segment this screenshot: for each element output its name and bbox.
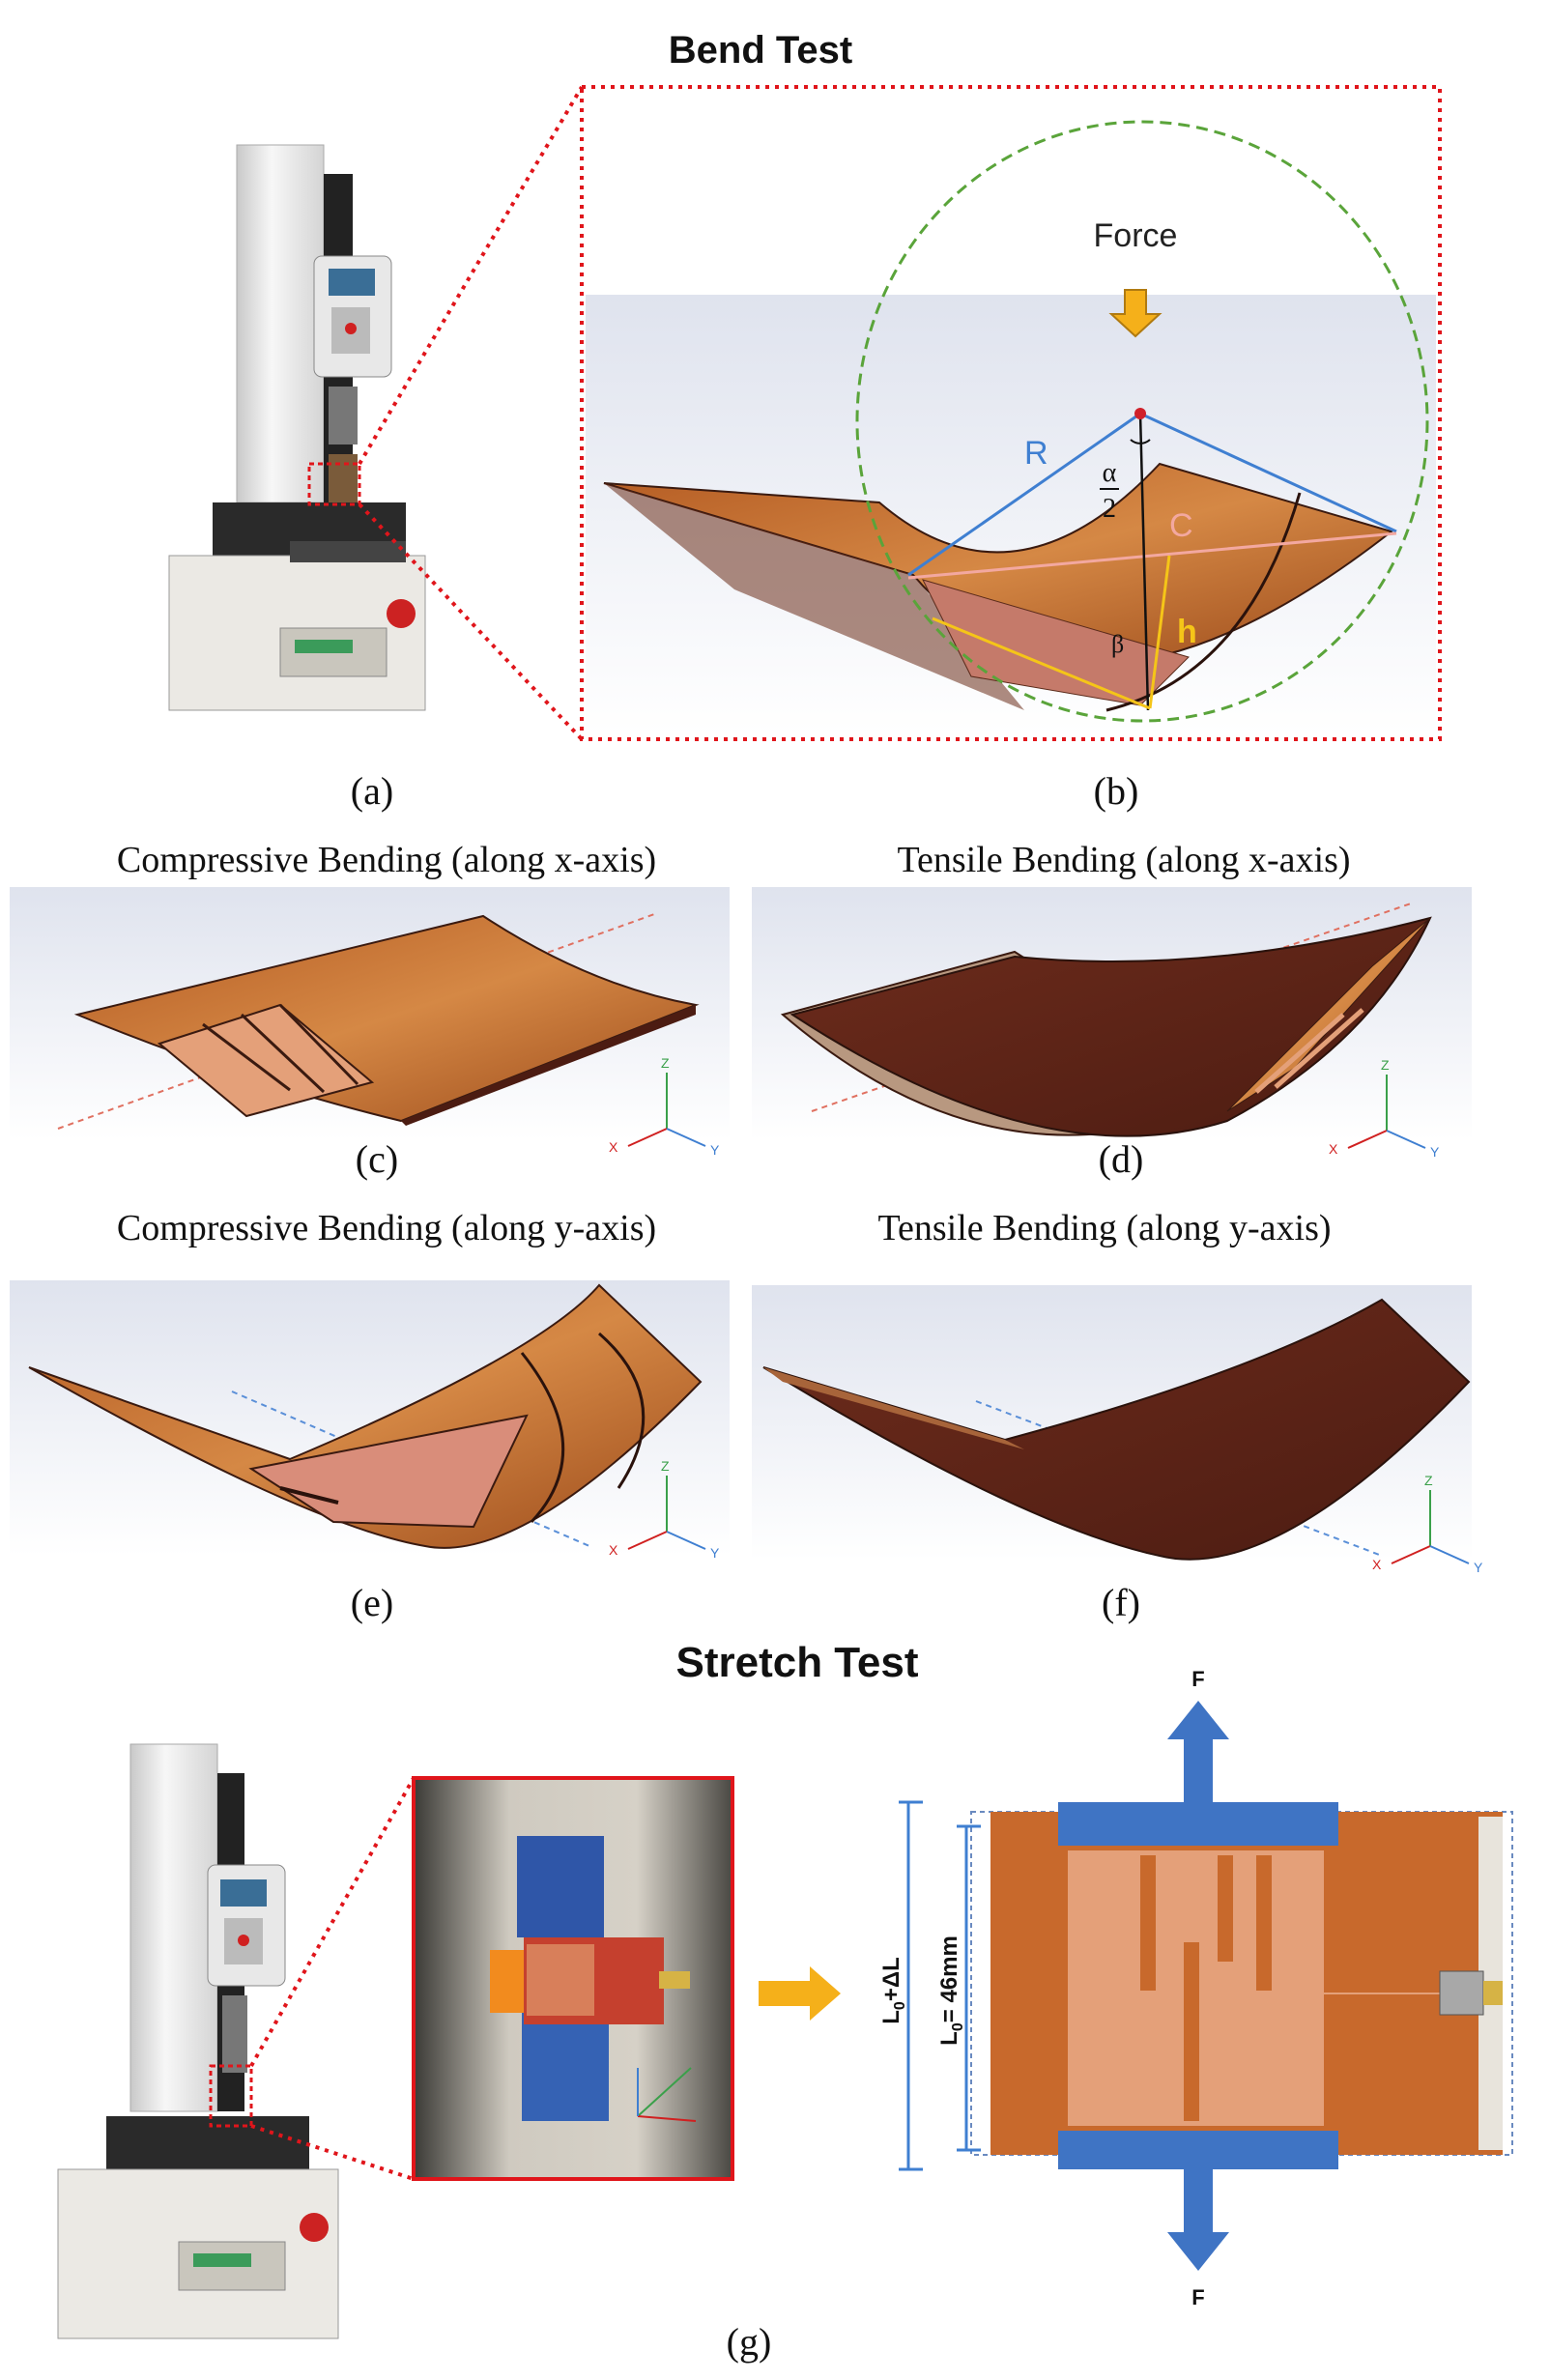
force-arrow-up-icon [1167,1701,1229,1802]
alpha-label: α [1103,458,1117,488]
height-label: h [1177,614,1197,650]
radius-line-left [907,412,1141,577]
bend-diagram-frame [580,85,1442,741]
antenna-sample [970,1701,1513,2271]
bending-panel-c [10,887,730,1140]
alpha-denominator: 2 [1103,494,1116,524]
panel-title-c: Compressive Bending (along x-axis) [117,840,656,880]
svg-text:L0+ΔL: L0+ΔL [878,1957,908,2024]
svg-text:Y: Y [1474,1560,1483,1575]
svg-text:Y: Y [710,1142,720,1158]
stretch-test-title: Stretch Test [675,1639,918,1686]
process-arrow-icon [759,1966,841,2021]
panel-label-c: (c) [356,1137,398,1181]
panel-label-d: (d) [1099,1137,1144,1181]
force-arrow-icon [1108,289,1162,338]
bending-panel-f [752,1285,1472,1561]
svg-text:Z: Z [661,1458,670,1474]
panel-title-f: Tensile Bending (along y-axis) [877,1208,1331,1248]
tensile-tester-photo-a [168,144,426,711]
radius-line-right [1139,412,1397,533]
axis-triad-c: Z X Y [609,1055,720,1158]
force-arrow-down-icon [1167,2169,1229,2271]
force-label-bottom: F [1191,2285,1204,2309]
tensile-tester-photo-g [57,1743,339,2339]
beta-label: β [1111,630,1124,658]
panel-label-f: (f) [1102,1581,1140,1624]
bend-diagram: Force R C h α 2 β [586,120,1436,735]
height-line [1148,555,1171,709]
svg-text:Z: Z [1381,1057,1390,1073]
dimension-l0-plus-delta: L0+ΔL [878,1800,923,2171]
bending-panel-d [752,887,1472,1140]
force-label-top: F [1191,1667,1204,1691]
svg-text:Z: Z [1424,1473,1433,1488]
center-point [1134,408,1146,419]
svg-text:X: X [1372,1557,1382,1572]
axis-triad-e: Z X Y [609,1458,720,1561]
svg-text:Y: Y [1430,1144,1440,1160]
panel-label-b: (b) [1094,769,1139,813]
svg-text:X: X [1329,1141,1338,1157]
bending-panel-e [10,1280,730,1556]
radius-label: R [1024,435,1048,472]
dimension-l0: L0= 46mm [936,1824,981,2152]
zoom-line-top [358,85,584,466]
svg-text:X: X [609,1542,618,1558]
panel-title-e: Compressive Bending (along y-axis) [117,1208,656,1248]
svg-text:X: X [609,1139,618,1155]
svg-text:Y: Y [710,1545,720,1561]
axis-triad-d: Z X Y [1329,1057,1440,1160]
svg-text:L0= 46mm: L0= 46mm [936,1936,966,2046]
chord-label: C [1169,507,1193,544]
axis-triad-f: Z X Y [1372,1473,1483,1575]
force-label: Force [1094,217,1178,254]
sample-photo-frame [412,1776,734,2181]
center-line [1138,413,1150,711]
bending-radius-circle [855,120,1429,723]
bend-test-title: Bend Test [669,29,852,72]
bottom-grip [1058,2131,1338,2169]
zoom-region-a [307,462,361,506]
svg-text:Z: Z [661,1055,670,1071]
zoom-region-g [209,2064,253,2128]
arc-chord-line [932,617,1151,710]
top-grip [1058,1802,1338,1846]
sample-in-grips-photo [414,1778,732,2179]
panel-title-d: Tensile Bending (along x-axis) [897,840,1350,880]
chord-line [907,531,1397,580]
panel-label-a: (a) [351,769,393,813]
panel-label-g: (g) [727,2320,772,2364]
zoom-line-g-top [249,1777,416,2067]
panel-label-e: (e) [351,1581,393,1624]
